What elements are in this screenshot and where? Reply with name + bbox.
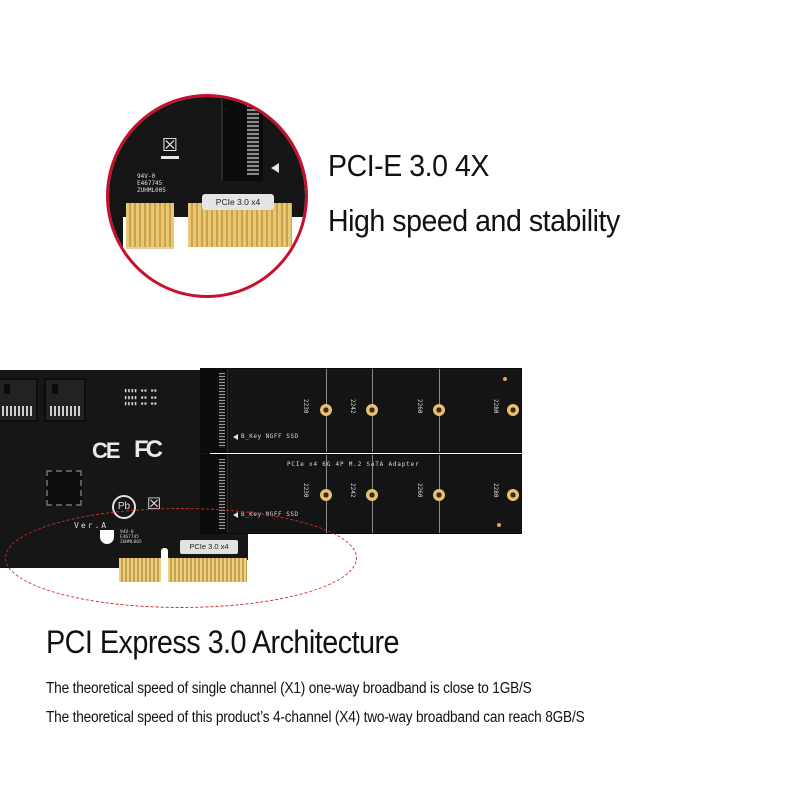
board-version: Ver.A xyxy=(74,521,109,530)
pb-free-icon: Pb xyxy=(112,495,136,519)
mount-hole-icon xyxy=(366,489,378,501)
size-label: 2260 xyxy=(416,483,423,498)
m2-board-bottom: PCIe x4 6G 4P M.2 SATA Adapter 2230 2242… xyxy=(200,454,522,534)
mount-hole-icon xyxy=(433,404,445,416)
silk-line: 94V-0 xyxy=(120,530,134,535)
headline-spec: PCI-E 3.0 4X xyxy=(328,148,489,183)
silk-line: E467745 xyxy=(120,535,139,540)
weee-bin-icon: ☒ xyxy=(146,496,162,513)
silk-line: ZUHML005 xyxy=(120,540,142,545)
size-label: 2260 xyxy=(416,399,423,414)
inset-m2-connector xyxy=(221,97,263,181)
controller-chip xyxy=(46,470,82,506)
mount-hole-icon xyxy=(320,489,332,501)
mount-hole-icon xyxy=(433,489,445,501)
inset-silkscreen: 94V-0 E467745 ZUHML005 xyxy=(137,173,166,194)
size-label: 2280 xyxy=(492,483,499,498)
adapter-title: PCIe x4 6G 4P M.2 SATA Adapter xyxy=(287,461,420,468)
gold-fingers-key-slot xyxy=(161,548,168,582)
mount-hole-icon xyxy=(507,489,519,501)
inset-silk-line: E467745 xyxy=(137,180,163,187)
size-label: 2280 xyxy=(492,399,499,414)
weee-bin-icon: ☒ xyxy=(159,135,181,159)
board-silkscreen: 94V-0 E467745 ZUHML005 xyxy=(120,530,142,545)
inset-pcie-label: PCIe 3.0 x4 xyxy=(202,194,274,210)
fc-certification-icon: FC xyxy=(134,436,163,463)
gold-fingers-left xyxy=(119,558,161,582)
pcie-card-bracket-edge xyxy=(0,530,72,568)
b-key-label: B_Key NGFF SSD xyxy=(233,511,299,518)
gold-fingers-right xyxy=(168,558,247,582)
m2-connector xyxy=(201,455,228,533)
m2-board-top: 2230 2242 2260 2280 B_Key NGFF SSD xyxy=(200,368,522,453)
sata-port xyxy=(0,378,38,422)
architecture-line-x4: The theoretical speed of this product’s … xyxy=(46,709,585,726)
mount-hole-icon xyxy=(507,404,519,416)
m2-pad xyxy=(497,523,501,527)
zoom-inset-circle: ☒ 94V-0 E467745 ZUHML005 PCIe 3.0 x4 xyxy=(106,94,308,298)
arrow-left-icon xyxy=(271,163,279,173)
led-indicator-block: ▮▮▮▮ ▪▪ ▪▪ ▮▮▮▮ ▪▪ ▪▪ ▮▮▮▮ ▪▪ ▪▪ xyxy=(124,388,158,407)
inset-gold-fingers-right xyxy=(188,203,292,247)
inset-gold-fingers-left xyxy=(126,203,174,249)
architecture-line-x1: The theoretical speed of single channel … xyxy=(46,680,532,697)
inset-silk-line: ZUHML005 xyxy=(137,187,166,194)
m2-pad xyxy=(503,377,507,381)
ce-certification-icon: CE xyxy=(92,438,121,463)
b-key-label: B_Key NGFF SSD xyxy=(233,433,299,440)
sata-port xyxy=(44,378,86,422)
mount-hole-icon xyxy=(320,404,332,416)
size-label: 2230 xyxy=(302,483,309,498)
pcie-card-notch xyxy=(100,530,114,544)
size-label: 2230 xyxy=(302,399,309,414)
inset-pcb-edge xyxy=(109,217,123,267)
architecture-title: PCI Express 3.0 Architecture xyxy=(46,624,400,660)
pcie-version-label: PCIe 3.0 x4 xyxy=(180,540,238,554)
size-label: 2242 xyxy=(349,483,356,498)
inset-silk-line: 94V-0 xyxy=(137,173,156,180)
size-label: 2242 xyxy=(349,399,356,414)
m2-connector xyxy=(201,369,228,452)
headline-tagline: High speed and stability xyxy=(328,203,620,238)
mount-hole-icon xyxy=(366,404,378,416)
